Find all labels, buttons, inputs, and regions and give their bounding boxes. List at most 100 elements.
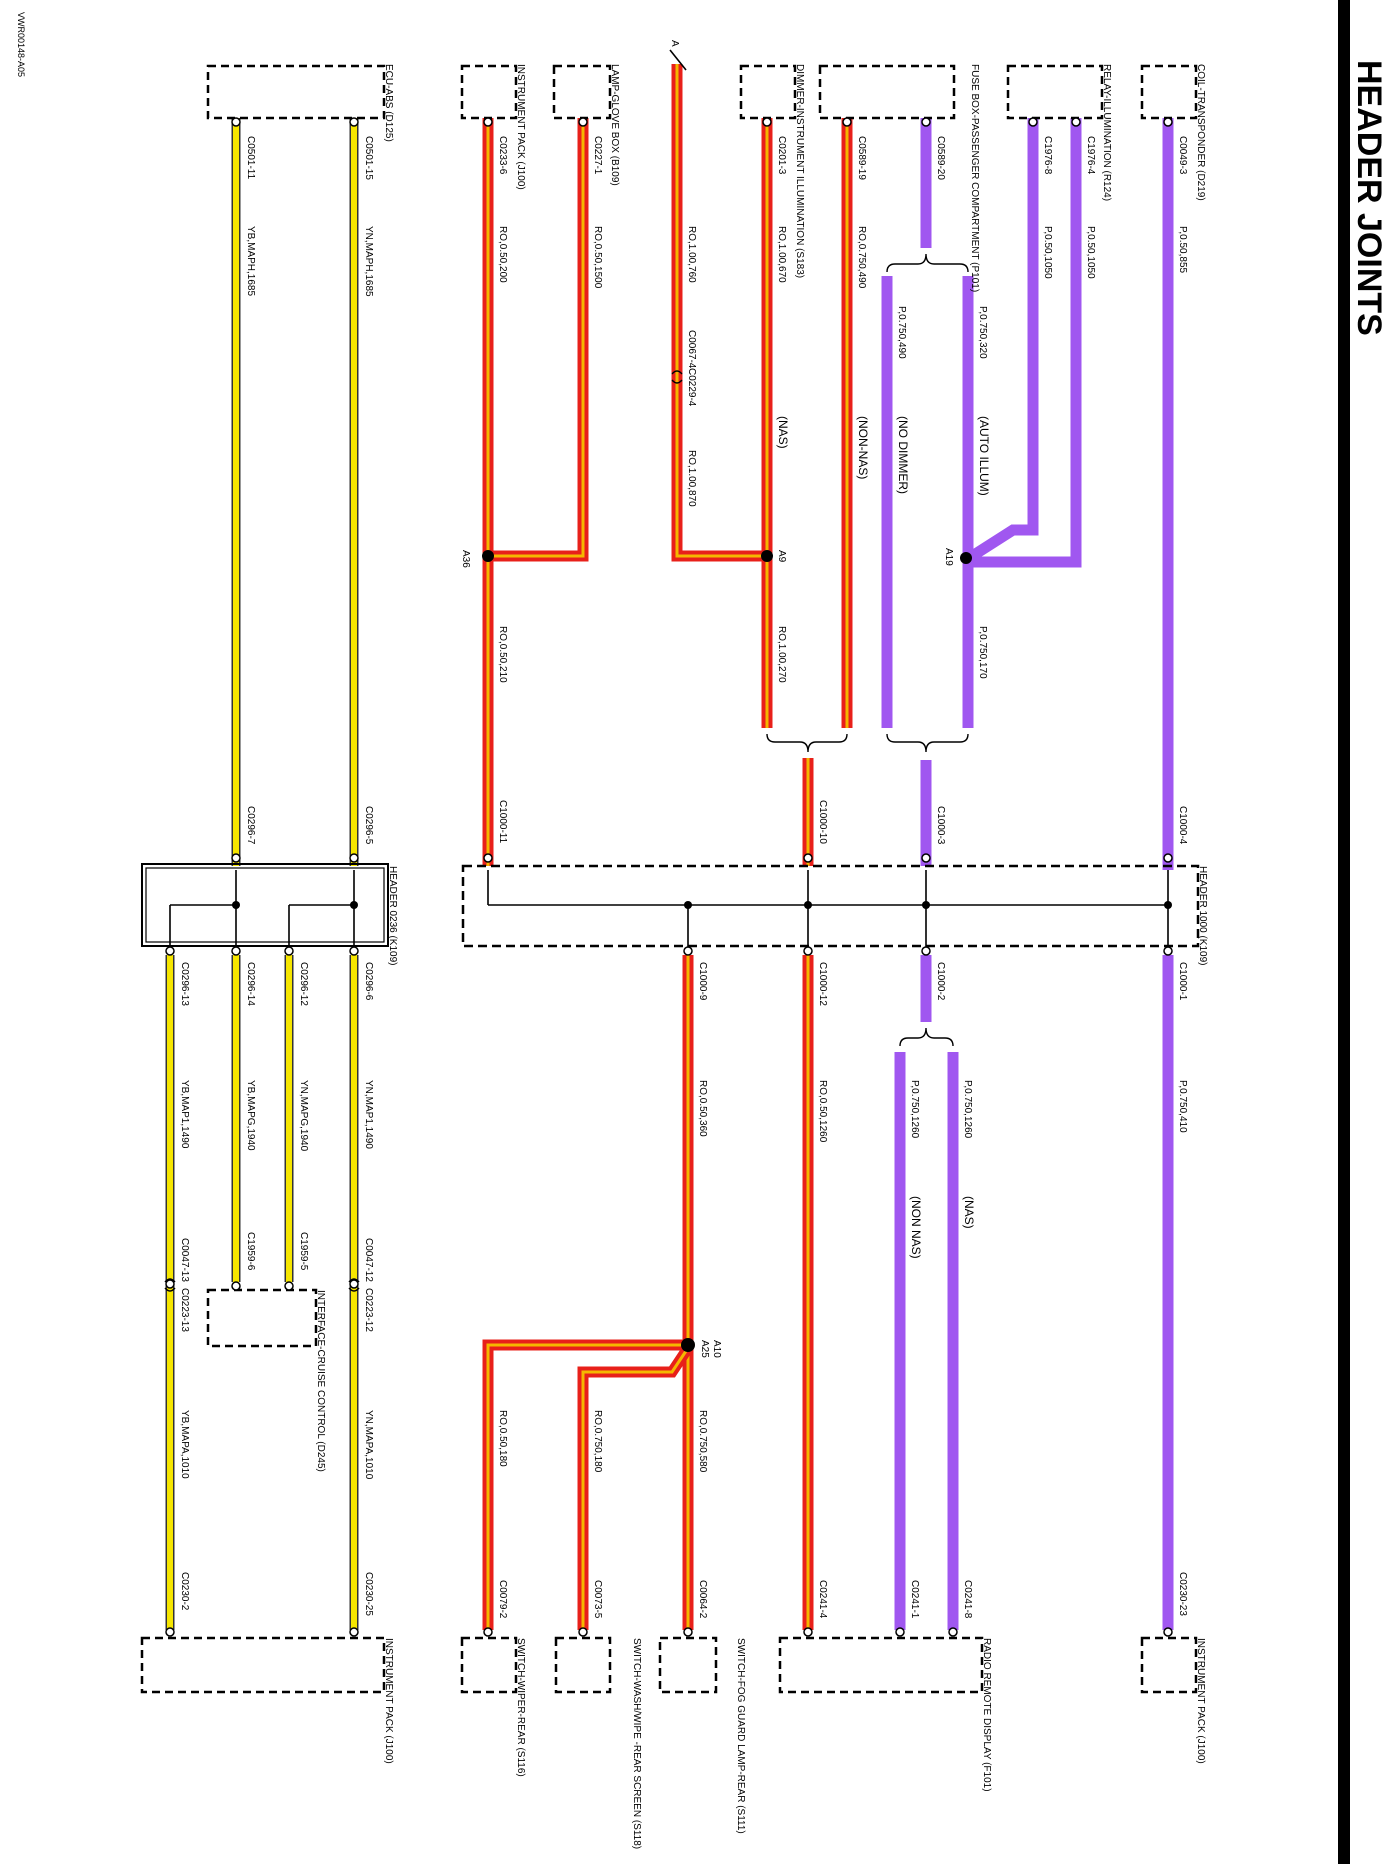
- component-label: RELAY-ILLUMINATION (R124): [1101, 64, 1112, 201]
- component-label: COIL-TRANSPONDER (D219): [1195, 64, 1206, 201]
- pin-label: C0223-12: [363, 1288, 374, 1332]
- pin-label: C0047-13: [179, 1238, 190, 1282]
- pin-label: C0589-19: [856, 136, 867, 180]
- wire-label: P,0.50,1050: [1042, 226, 1053, 279]
- pin-label: C1959-5: [298, 1232, 309, 1271]
- pin-label: C0230-2: [179, 1572, 190, 1611]
- box-ipack-right: [1140, 1636, 1198, 1694]
- pin-circles: [165, 117, 1173, 1637]
- header-label: HEADER 0236 (K109): [387, 866, 398, 966]
- offpage-connector-a: A: [669, 40, 687, 71]
- box-glovebox: [552, 64, 612, 120]
- splice-label: A36: [460, 550, 471, 568]
- pin-label: C1000-2: [935, 962, 946, 1001]
- component-label: SWITCH-WIPER-REAR (S116): [515, 1638, 526, 1777]
- pin-label: C1959-6: [245, 1232, 256, 1271]
- pin-label: C0241-4: [817, 1580, 828, 1619]
- note-label: (NO DIMMER): [896, 416, 910, 494]
- pin-label: C0501-15: [363, 136, 374, 180]
- pin-label: C0296-7: [245, 806, 256, 845]
- pin-label: C0230-23: [1177, 1572, 1188, 1616]
- box-fogguard: [658, 1636, 718, 1694]
- note-label: (NAS): [776, 416, 790, 449]
- component-label: FUSE BOX-PASSENGER COMPARTMENT (P101): [969, 64, 980, 292]
- box-dimmer: [739, 64, 797, 120]
- note-label: (AUTO ILLUM): [977, 416, 991, 496]
- pin-label: C0073-5: [592, 1580, 603, 1619]
- title-rule: [1338, 0, 1350, 1864]
- component-label: INSTRUMENT PACK (J100): [515, 64, 526, 190]
- wire-label: RO,0.50,1260: [817, 1080, 828, 1143]
- box-relay: [1006, 64, 1104, 120]
- note-label: (NON-NAS): [856, 416, 870, 479]
- pin-label: C0230-25: [363, 1572, 374, 1616]
- pin-label: C0296-6: [363, 962, 374, 1001]
- component-boxes: [140, 64, 1198, 1694]
- wire-label: RO,1.00,870: [686, 450, 697, 507]
- header-1000-block: [461, 864, 1200, 950]
- wire-label: P,0.750,490: [896, 306, 907, 359]
- pin-label: C0241-8: [962, 1580, 973, 1619]
- splice-points: [482, 550, 972, 1352]
- splice-a10: [681, 1338, 695, 1352]
- wire-label: RO,0.750,580: [697, 1410, 708, 1473]
- pin-label: C0241-1: [909, 1580, 920, 1619]
- wire-label: YB,MAPA,1010: [179, 1410, 190, 1479]
- pin-label: C0223-13: [179, 1288, 190, 1332]
- component-label: INSTRUMENT PACK (J100): [383, 1638, 394, 1764]
- note-label: (NON NAS): [909, 1196, 923, 1259]
- wire-label: YB,MAP1,1490: [179, 1080, 190, 1149]
- pin-label: C0201-3: [776, 136, 787, 175]
- wire-label: YN,MAPA,1010: [363, 1410, 374, 1480]
- box-ipack-bottom: [140, 1636, 386, 1694]
- wire-label: P,0.750,1260: [909, 1080, 920, 1139]
- splice-a19: [960, 552, 972, 564]
- header-0236-block: [141, 863, 389, 950]
- pin-label: C0296-13: [179, 962, 190, 1006]
- pin-label: C0079-2: [497, 1580, 508, 1619]
- pin-label: C0067-4: [686, 330, 697, 369]
- wire-label: RO,1.00,760: [686, 226, 697, 283]
- page-title: HEADER JOINTS: [1350, 60, 1388, 336]
- pin-label: C0227-1: [592, 136, 603, 175]
- splice-label: A19: [943, 548, 954, 566]
- offpage-label: A: [669, 40, 680, 47]
- component-label: DIMMER-INSTRUMENT ILLUMINATION (S183): [794, 64, 805, 278]
- pin-label: C0296-12: [298, 962, 309, 1006]
- pin-label: C0049-3: [1177, 136, 1188, 175]
- wire-label: RO,1.00,270: [776, 626, 787, 683]
- box-wiperear: [460, 1636, 518, 1694]
- wire-label: P,0.750,410: [1177, 1080, 1188, 1133]
- wire-label: P,0.750,170: [977, 626, 988, 679]
- wire-red-wiper-rear: [482, 1339, 688, 1630]
- doc-id: VWR00148-A05: [16, 12, 26, 77]
- wire-red-glovebox: [488, 118, 589, 562]
- wire-label: P,0.50,855: [1177, 226, 1188, 274]
- box-coil: [1140, 64, 1198, 120]
- wire-label: YN,MAPH,1685: [363, 226, 374, 297]
- box-cruise: [206, 1288, 318, 1348]
- wire-label: RO,0.50,210: [497, 626, 508, 683]
- splice-a9: [761, 550, 773, 562]
- wire-label: RO,1.00,670: [776, 226, 787, 283]
- wire-label: RO,0.750,180: [592, 1410, 603, 1473]
- box-fusebox: [818, 64, 956, 120]
- splice-a36: [482, 550, 494, 562]
- inline-connectors: [164, 370, 683, 1292]
- wire-red-offpage-a: [671, 64, 767, 562]
- component-label: ECU-ABS (D125): [383, 64, 394, 142]
- component-label: LAMP-GLOVE BOX (B109): [609, 64, 620, 186]
- braces: [766, 253, 969, 1047]
- wire-label: YB,MAPH,1685: [245, 226, 256, 296]
- wire-red-washwipe: [577, 1344, 693, 1630]
- pin-label: C0296-5: [363, 806, 374, 845]
- pin-label: C1976-8: [1042, 136, 1053, 175]
- wire-label: RO,0.50,360: [697, 1080, 708, 1137]
- component-label: RADIO REMOTE DISPLAY (F101): [981, 1638, 992, 1792]
- pin-label: C0229-4: [686, 368, 697, 407]
- pin-label: C0233-6: [497, 136, 508, 175]
- wire-label: P,0.50,1050: [1085, 226, 1096, 279]
- wire-label: RO,0.50,1500: [592, 226, 603, 289]
- wire-label: P,0.750,1260: [962, 1080, 973, 1139]
